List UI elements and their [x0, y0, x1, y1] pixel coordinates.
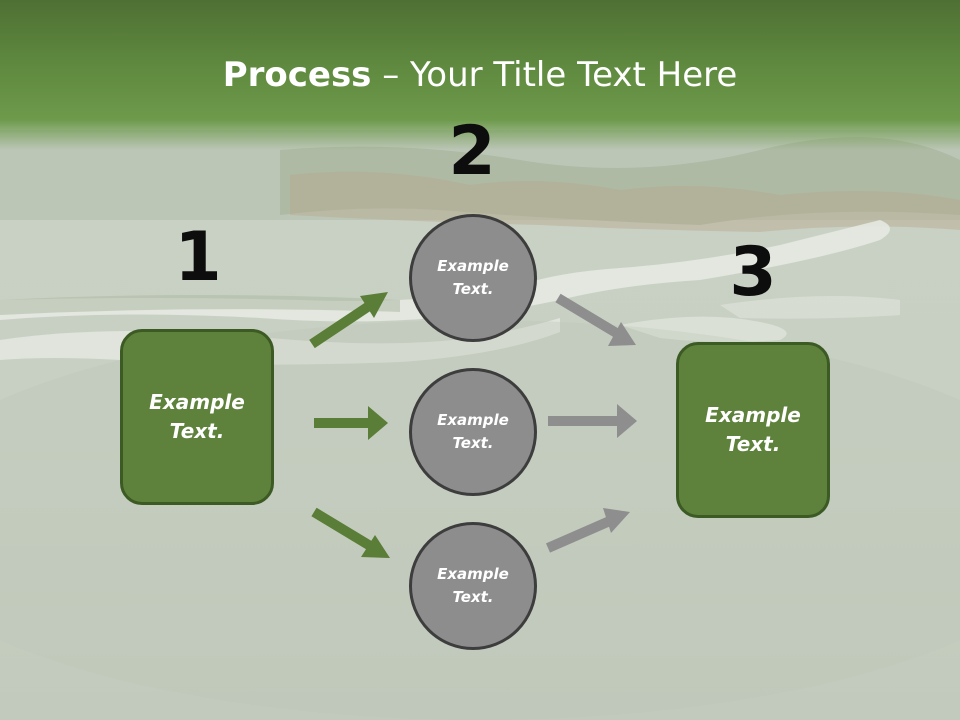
step-number-3: 3: [729, 233, 777, 312]
circle-bottom: Example Text.: [409, 522, 537, 650]
left-step-text: Example Text.: [149, 390, 245, 443]
circle-top-text: Example Text.: [437, 257, 509, 298]
circle-middle-text: Example Text.: [437, 411, 509, 452]
arrow-green-down: [311, 507, 390, 558]
circle-top: Example Text.: [409, 214, 537, 342]
circle-middle: Example Text.: [409, 368, 537, 496]
left-step-box: Example Text.: [120, 329, 274, 505]
slide-title: Process – Your Title Text Here: [0, 50, 960, 100]
right-step-box: Example Text.: [676, 342, 830, 518]
arrow-gray-up: [545, 508, 630, 553]
title-bold: Process: [222, 55, 372, 95]
arrow-green-up: [309, 292, 388, 349]
arrow-gray-middle: [548, 404, 637, 438]
header-band: [0, 0, 960, 150]
arrow-green-middle: [314, 406, 388, 440]
arrow-gray-down: [555, 293, 636, 346]
step-number-1: 1: [174, 218, 222, 297]
step-number-2: 2: [448, 112, 496, 191]
circle-bottom-text: Example Text.: [437, 565, 509, 606]
right-step-text: Example Text.: [705, 403, 801, 456]
title-rest: – Your Title Text Here: [371, 55, 738, 95]
